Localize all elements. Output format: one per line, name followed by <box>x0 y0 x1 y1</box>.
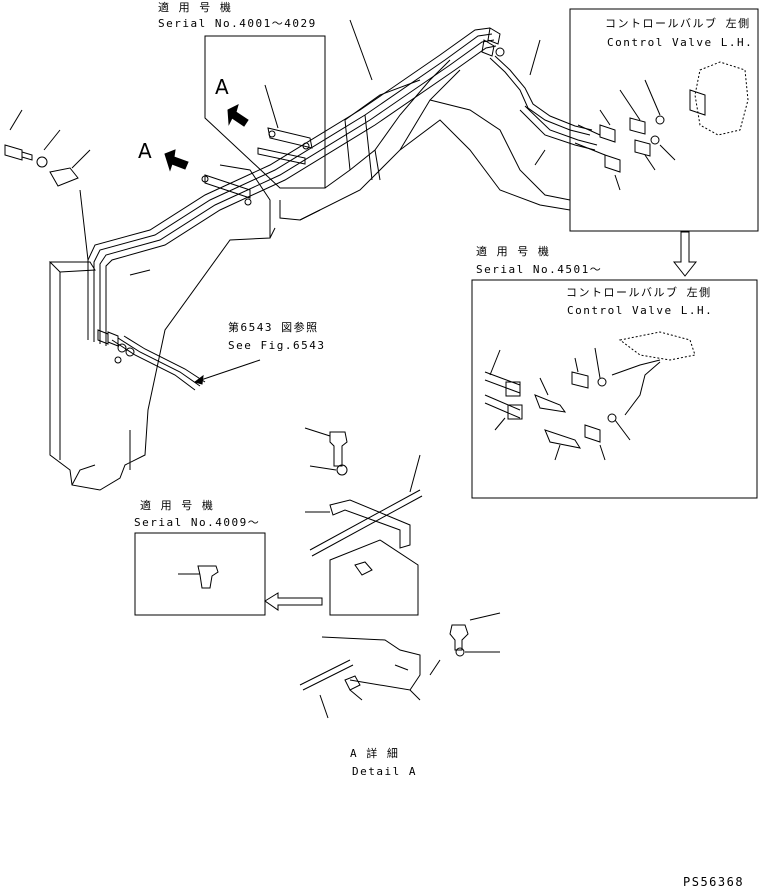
fig-reference-jp: 第6543 図参照 <box>228 321 319 334</box>
top-callout-applicable: 適 用 号 機 <box>158 1 233 14</box>
reference-arrow <box>195 360 260 384</box>
bottom-right-applicable: 適 用 号 機 <box>476 245 551 258</box>
top-callout-frame <box>205 36 325 188</box>
detail-a-title-en: Detail A <box>352 765 417 778</box>
top-callout-serial: Serial No.4001～4029 <box>158 17 317 30</box>
washer-left <box>37 130 60 167</box>
detail-a-lower <box>300 613 500 718</box>
hydraulic-tubes <box>88 28 496 390</box>
arrow-down-between-boxes <box>674 232 696 276</box>
bottom-right-serial: Serial No.4501～ <box>476 263 603 276</box>
bottom-left-callout-part <box>178 566 218 588</box>
tube-fittings-bottom <box>98 330 134 363</box>
bolt-left <box>5 110 32 160</box>
view-marker-a-1: A <box>215 75 229 99</box>
bottom-left-callout-box <box>135 533 265 615</box>
clamp-left <box>50 150 90 260</box>
figure-id: PS56368 <box>683 875 745 889</box>
fig-reference-en: See Fig.6543 <box>228 339 326 352</box>
control-valve-box-top <box>570 9 758 231</box>
main-pipe-clamp <box>202 175 251 205</box>
control-valve-bottom-title-en: Control Valve L.H. <box>567 304 714 317</box>
leader-lines-bottom-right <box>490 348 630 460</box>
view-marker-a-2: A <box>138 139 152 163</box>
leader-lines-main <box>265 20 545 180</box>
arrow-left-to-callout <box>265 593 322 610</box>
control-valve-top-title-jp: コントロールバルブ 左側 <box>605 17 751 30</box>
control-valve-top-title-en: Control Valve L.H. <box>607 36 754 49</box>
tube-fittings-top <box>482 28 597 150</box>
top-callout-clamp <box>258 128 312 164</box>
detail-a-bracket <box>305 455 422 556</box>
control-valve-box-bottom <box>472 280 757 498</box>
detail-a-bolt <box>305 428 347 475</box>
frame-body <box>50 165 275 490</box>
detail-a-plate <box>330 540 418 615</box>
leader-lines-top-right <box>600 80 675 190</box>
control-valve-bottom <box>485 332 695 448</box>
control-valve-bottom-title-jp: コントロールバルブ 左側 <box>566 286 712 299</box>
detail-a-title-jp: A 詳 細 <box>350 747 400 760</box>
bottom-left-serial: Serial No.4009～ <box>134 516 261 529</box>
bottom-left-applicable: 適 用 号 機 <box>140 499 215 512</box>
control-valve-top <box>575 62 748 172</box>
